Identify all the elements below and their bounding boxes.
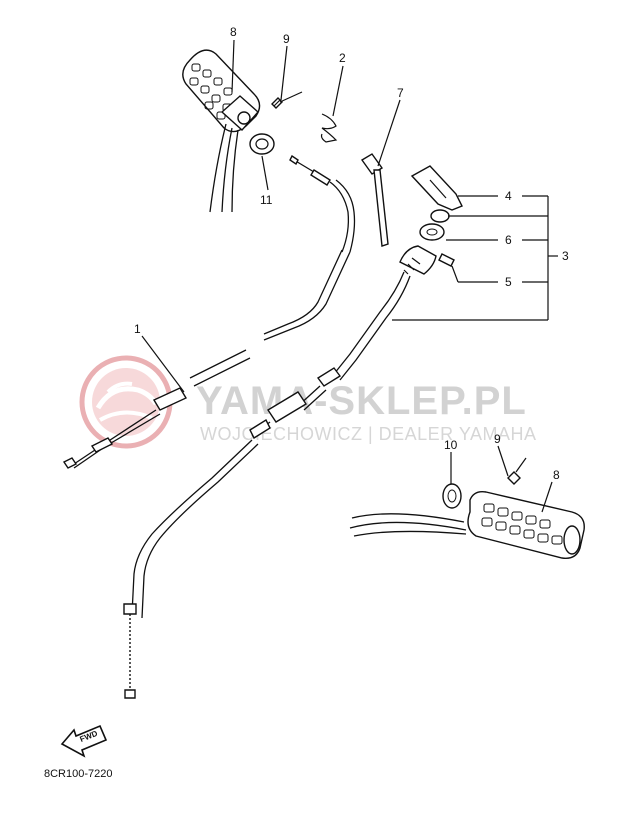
grip-part-8-top — [182, 49, 261, 133]
leader-lines — [141, 39, 558, 513]
diagram-code: 8CR100-7220 — [44, 768, 113, 780]
callout-9-bottom: 9 — [494, 432, 501, 446]
clip-part-2 — [320, 113, 338, 143]
pin-part-5 — [438, 253, 455, 267]
cable-part-1 — [62, 154, 356, 469]
callout-6: 6 — [505, 233, 512, 247]
left-grip-assembly — [182, 49, 338, 213]
callout-8-top: 8 — [230, 25, 237, 39]
right-grip-assembly — [349, 457, 585, 559]
grip-wires-top — [209, 123, 239, 213]
collar-part-11 — [249, 133, 275, 155]
bolt-part-7 — [360, 153, 389, 247]
long-cable — [123, 271, 411, 699]
cap-part-4 — [410, 165, 463, 211]
callout-4: 4 — [505, 189, 512, 203]
fwd-arrow-icon: FWD — [60, 724, 108, 758]
watermark-subtitle: WOJCIECHOWICZ | DEALER YAMAHA — [200, 424, 537, 444]
watermark-logo — [79, 355, 173, 449]
washer-part-6 — [419, 209, 450, 241]
callout-11: 11 — [260, 193, 273, 207]
callout-10: 10 — [444, 438, 458, 452]
callout-9-top: 9 — [283, 32, 290, 46]
watermark: YAMA-SKLEP.PL WOJCIECHOWICZ | DEALER YAM… — [79, 355, 537, 449]
callout-2: 2 — [339, 51, 346, 65]
watermark-title: YAMA-SKLEP.PL — [196, 379, 527, 423]
screw-part-9-bottom — [507, 457, 527, 485]
callout-3: 3 — [562, 249, 569, 263]
grip-wires-bottom — [349, 513, 467, 537]
grip-part-8-bottom — [467, 490, 585, 559]
callout-numbers: 8 9 2 7 11 4 6 3 5 1 10 9 8 — [134, 25, 569, 482]
collar-part-10 — [442, 483, 462, 509]
throttle-housing-parts — [360, 153, 463, 275]
screw-part-9-top — [271, 91, 303, 109]
callout-8-bottom: 8 — [553, 468, 560, 482]
throttle-body — [399, 245, 437, 275]
callout-7: 7 — [397, 86, 404, 100]
callout-1: 1 — [134, 322, 141, 336]
callout-5: 5 — [505, 275, 512, 289]
